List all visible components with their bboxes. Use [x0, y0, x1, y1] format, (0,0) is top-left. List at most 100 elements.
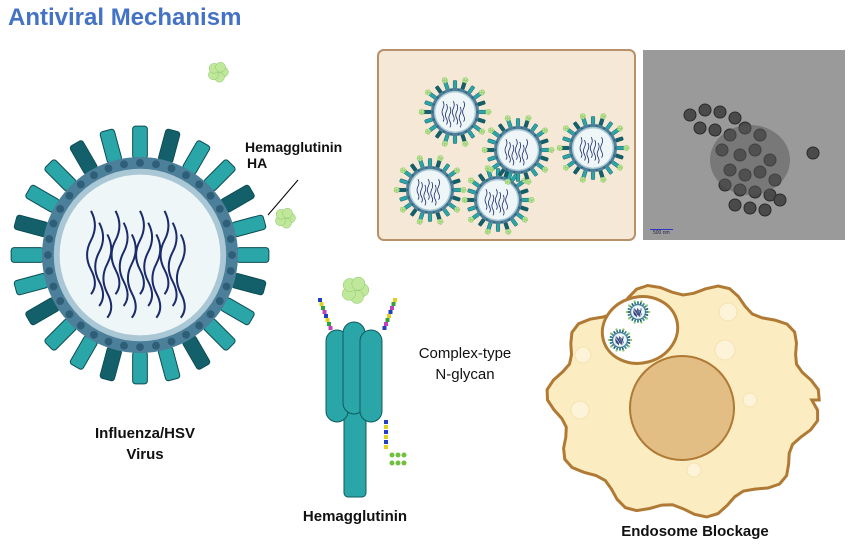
glycan-residue [395, 452, 401, 458]
membrane-dot [613, 154, 616, 157]
membrane-dot [528, 168, 531, 171]
ha-protein-blob [544, 127, 548, 131]
membrane-dot [603, 166, 606, 169]
rna-strand [430, 181, 434, 203]
membrane-dot [222, 219, 231, 228]
rna-strand [521, 144, 525, 166]
rna-strand [494, 189, 498, 210]
membrane-dot [450, 181, 453, 184]
membrane-dot [505, 168, 508, 171]
membrane-dot [574, 161, 577, 164]
membrane-dot [76, 180, 85, 189]
membrane-dot [603, 127, 606, 130]
core [435, 92, 475, 132]
rna-strand [175, 233, 186, 319]
membrane-dot [595, 169, 598, 172]
ha-protein-blob [581, 176, 586, 181]
rna-strand [638, 310, 641, 318]
glycan-residue [395, 460, 401, 466]
membrane-dot [499, 134, 502, 137]
membrane-dot [615, 346, 617, 347]
membrane-dot [643, 316, 645, 318]
membrane-dot [500, 176, 503, 179]
membrane-dot [446, 203, 449, 206]
glycan-residue [325, 318, 330, 322]
ha-protein-blob [628, 345, 630, 347]
glycan-residue [318, 298, 322, 302]
membrane-dot [500, 221, 503, 224]
rna-strand [596, 142, 600, 164]
cell-illustration [545, 283, 821, 519]
membrane-dot [49, 282, 58, 291]
ha-protein-blob [622, 349, 625, 351]
membrane-dot [222, 282, 231, 291]
ha-protein-blob [418, 218, 423, 223]
hemagglutinin-label: Hemagglutinin [302, 508, 408, 525]
spike [541, 148, 550, 153]
rna-strand [618, 336, 621, 344]
membrane-dot [206, 310, 215, 319]
ha-protein-blob [640, 300, 643, 302]
virus-particle [743, 201, 757, 215]
rna-strand [600, 137, 603, 158]
glycan-label-line1: Complex-type [418, 345, 512, 362]
membrane-dot [580, 166, 583, 169]
rna-strand [448, 106, 452, 128]
influenza-virus-illustration [10, 125, 270, 385]
membrane-dot [505, 129, 508, 132]
ha-protein-blob [619, 164, 623, 168]
membrane-dot [494, 149, 497, 151]
ha-protein-blob [628, 304, 630, 306]
membrane-dot [513, 171, 516, 174]
membrane-dot [495, 156, 498, 159]
glycan-residue [387, 314, 391, 318]
membrane-dot [90, 330, 98, 339]
rna-strand [619, 337, 622, 345]
membrane-dot [538, 141, 541, 144]
membrane-dot [195, 180, 204, 189]
membrane-dot [645, 311, 646, 313]
rna-strand [416, 179, 420, 200]
ha-protein-blob [418, 155, 423, 159]
spike [427, 213, 432, 222]
membrane-dot [450, 88, 453, 91]
membrane-dot [440, 208, 443, 211]
membrane-dot [457, 133, 460, 136]
membrane-dot [638, 304, 640, 305]
ha-protein-blob [610, 345, 612, 347]
membrane-dot [534, 134, 537, 137]
membrane-dot [630, 309, 632, 310]
rna-strand [118, 222, 129, 307]
virus-particle [773, 193, 787, 207]
virus-particle [758, 203, 772, 217]
membrane-dot [56, 205, 65, 213]
spike [132, 351, 148, 385]
rna-strand [508, 141, 511, 163]
core [573, 128, 613, 168]
ha-protein-blob [464, 77, 468, 81]
membrane-dot [45, 267, 54, 275]
glycan-residue [319, 302, 324, 306]
glycan-residue [401, 452, 407, 458]
ha-protein-blob [439, 218, 443, 223]
membrane-dot [182, 330, 190, 339]
membrane-dot [471, 96, 474, 99]
spike [619, 347, 621, 351]
vesicle [718, 302, 738, 322]
membrane-dot [226, 235, 235, 243]
ha-protein-blob [530, 197, 534, 201]
rna-strand [143, 222, 154, 307]
spike [616, 146, 625, 151]
spike [13, 273, 49, 296]
membrane-dot [618, 332, 620, 333]
membrane-dot [432, 103, 435, 106]
membrane-dot [493, 176, 496, 179]
membrane-dot [226, 267, 235, 275]
ha-protein-blob [506, 178, 511, 183]
spike [515, 173, 520, 182]
ha-protein-blob [646, 304, 648, 306]
membrane-dot [574, 132, 577, 135]
membrane-dot [638, 319, 640, 320]
spike [231, 273, 267, 296]
membrane-dot [215, 205, 224, 213]
